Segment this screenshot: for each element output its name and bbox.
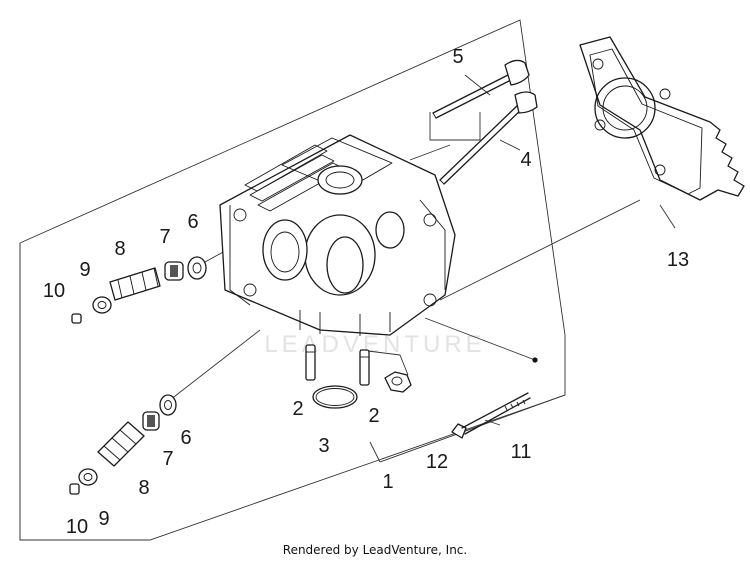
valve-spring-8a [109, 267, 161, 301]
callout-4: 4 [520, 149, 531, 171]
valve-cotter-10a [71, 313, 82, 324]
valve-cotter-10b [69, 483, 80, 495]
bolt-11 [451, 392, 531, 439]
spring-seat-7b [142, 411, 160, 431]
callout-11: 11 [511, 441, 532, 463]
cylinder-head [219, 134, 456, 336]
valve-seal-6a [187, 256, 207, 280]
leader-dot [532, 357, 538, 363]
o-ring-3 [312, 385, 358, 409]
callout-12: 12 [426, 451, 448, 473]
spring-seat-7a [164, 261, 184, 281]
dowel-pin-2b [359, 349, 370, 386]
assembly-frame [19, 19, 566, 541]
nut-12 [384, 371, 412, 393]
callout-3: 3 [318, 435, 329, 457]
credit-line: Rendered by LeadVenture, Inc. [282, 543, 468, 557]
watermark-text: LEADVENTURE [264, 331, 485, 358]
callout-13: 13 [667, 249, 689, 271]
callout-7b: 7 [162, 448, 173, 470]
callout-7a: 7 [159, 226, 170, 248]
cylinder-head-gasket-13 [579, 36, 745, 201]
callout-10b: 10 [66, 516, 88, 538]
callout-6a: 6 [187, 211, 198, 233]
callout-10a: 10 [43, 280, 65, 302]
callout-9b: 9 [98, 508, 109, 530]
spring-retainer-9a [92, 296, 112, 314]
callout-5: 5 [452, 46, 463, 68]
callout-2b: 2 [368, 405, 379, 427]
intake-valve-5 [432, 59, 530, 119]
callout-labels: 1 2 2 3 4 5 6 6 7 7 8 8 9 9 10 10 11 12 … [43, 46, 689, 538]
callout-8b: 8 [138, 477, 149, 499]
callout-2a: 2 [292, 398, 303, 420]
valve-seal-6b [159, 394, 177, 416]
callout-8a: 8 [114, 238, 125, 260]
valve-spring-8b [97, 421, 145, 467]
spring-retainer-9b [78, 468, 98, 486]
exhaust-valve-4 [439, 91, 538, 185]
callout-6b: 6 [180, 427, 191, 449]
dowel-pin-2a [305, 344, 316, 381]
callout-9a: 9 [79, 259, 90, 281]
callout-1: 1 [382, 471, 393, 493]
